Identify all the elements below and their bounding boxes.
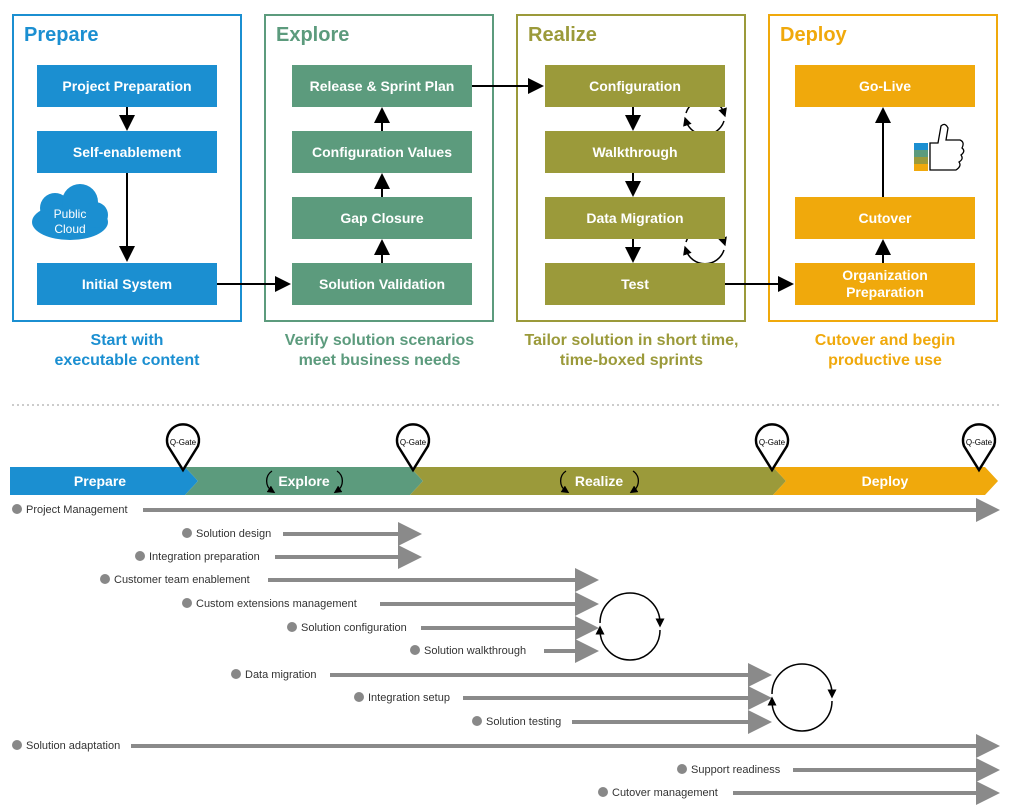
box-cutover: Cutover (795, 197, 975, 239)
box-organization-preparation: Organization Preparation (795, 263, 975, 305)
explore-cycle-icon (266, 470, 343, 494)
timeline-label-realize: Realize (574, 473, 624, 489)
box-project-preparation: Project Preparation (37, 65, 217, 107)
bullet-icon (472, 716, 482, 726)
box-walkthrough: Walkthrough (545, 131, 725, 173)
qgate-label-3: Q-Gate (758, 438, 786, 447)
realize-sprint-cycle-icon (595, 592, 665, 661)
ws-support-readiness: Support readiness (677, 763, 780, 777)
qgate-label-1: Q-Gate (169, 438, 197, 447)
prepare-title: Prepare (24, 24, 99, 46)
explore-panel: Explore (264, 14, 494, 322)
box-configuration: Configuration (545, 65, 725, 107)
bullet-icon (287, 622, 297, 632)
caption-realize: Tailor solution in short time, time-boxe… (524, 332, 739, 369)
timeline-prepare (10, 467, 198, 495)
realize-title: Realize (528, 24, 597, 46)
bullet-icon (598, 787, 608, 797)
bullet-icon (354, 692, 364, 702)
box-go-live: Go-Live (795, 65, 975, 107)
deploy-panel: Deploy (768, 14, 998, 322)
box-test: Test (545, 263, 725, 305)
realize-panel: Realize (516, 14, 746, 322)
box-self-enablement: Self-enablement (37, 131, 217, 173)
box-initial-system: Initial System (37, 263, 217, 305)
cloud-label: Public Cloud (53, 207, 87, 236)
qgate-pin-4 (961, 423, 997, 473)
timeline-label-prepare: Prepare (73, 473, 127, 489)
ws-custom-extensions-management: Custom extensions management (182, 597, 357, 611)
ws-solution-testing: Solution testing (472, 715, 561, 729)
box-configuration-values: Configuration Values (292, 131, 472, 173)
bullet-icon (231, 669, 241, 679)
ws-integration-setup: Integration setup (354, 691, 450, 705)
box-data-migration: Data Migration (545, 197, 725, 239)
qgate-pin-3 (754, 423, 790, 473)
timeline-deploy (773, 467, 998, 495)
caption-prepare: Start with executable content (54, 332, 200, 369)
ws-cutover-management: Cutover management (598, 786, 718, 800)
ws-data-migration: Data migration (231, 668, 317, 682)
box-release-sprint-plan: Release & Sprint Plan (292, 65, 472, 107)
timeline-realize (410, 467, 786, 495)
bullet-icon (100, 574, 110, 584)
ws-solution-design: Solution design (182, 527, 271, 541)
cloud-icon (32, 184, 108, 240)
box-solution-validation: Solution Validation (292, 263, 472, 305)
explore-title: Explore (276, 24, 350, 46)
qgate-label-4: Q-Gate (965, 438, 993, 447)
timeline-explore (185, 467, 423, 495)
ws-integration-preparation: Integration preparation (135, 550, 260, 564)
bullet-icon (12, 504, 22, 514)
ws-customer-team-enablement: Customer team enablement (100, 573, 250, 587)
ws-solution-configuration: Solution configuration (287, 621, 407, 635)
bullet-icon (410, 645, 420, 655)
thumbs-up-icon (914, 123, 965, 171)
deploy-title: Deploy (780, 24, 847, 46)
bullet-icon (12, 740, 22, 750)
bullet-icon (677, 764, 687, 774)
bullet-icon (135, 551, 145, 561)
prepare-panel: Prepare (12, 14, 242, 322)
realize-cycle-icon (560, 470, 639, 494)
box-gap-closure: Gap Closure (292, 197, 472, 239)
ws-project-management: Project Management (12, 503, 128, 517)
deploy-sprint-cycle-icon (767, 663, 837, 732)
bullet-icon (182, 598, 192, 608)
timeline-label-deploy: Deploy (861, 473, 909, 489)
qgate-label-2: Q-Gate (399, 438, 427, 447)
timeline-label-explore: Explore (278, 473, 330, 489)
ws-solution-adaptation: Solution adaptation (12, 739, 120, 753)
ws-solution-walkthrough: Solution walkthrough (410, 644, 526, 658)
qgate-pin-2 (395, 423, 431, 473)
qgate-pin-1 (165, 423, 201, 473)
caption-explore: Verify solution scenarios meet business … (284, 332, 475, 369)
bullet-icon (182, 528, 192, 538)
caption-deploy: Cutover and begin productive use (814, 332, 956, 369)
